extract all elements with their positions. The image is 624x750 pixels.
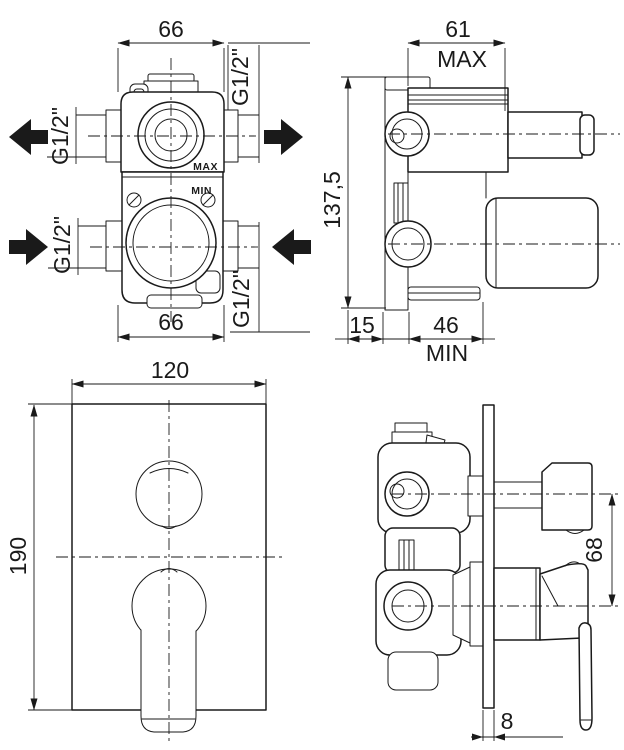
body-max-stamp: MAX (193, 161, 218, 173)
body-min-stamp: MIN (191, 185, 212, 197)
port-label-right-bottom: G1/2" (228, 270, 254, 328)
body-neck (384, 527, 461, 574)
dim-bracket: 15 (349, 312, 375, 338)
inter-port-stem (393, 182, 409, 224)
diverter-knob-bump (565, 529, 585, 534)
dim-arrow-right (494, 733, 505, 741)
dimensions-trim-front: 120 190 (5, 357, 267, 711)
handle-cap-bump (564, 561, 581, 567)
diverter-knob-top-arc (149, 468, 189, 474)
flow-arrow-right-in-icon (272, 229, 311, 265)
pipe-connections (47, 42, 310, 333)
trim-port-top-screw (389, 483, 405, 499)
dim-plate-width: 120 (151, 357, 189, 383)
lower-cone (452, 566, 471, 644)
handle-escutcheon (493, 567, 541, 641)
dim-depth-min: 46 (433, 312, 459, 338)
view-rough-in-side: 61 MAX 137,5 15 46 MIN (319, 16, 620, 366)
dim-arrow-left (472, 733, 483, 741)
dim-depth-min-qualifier: MIN (426, 340, 468, 366)
mixer-lever-front (140, 629, 197, 733)
lower-flange (469, 561, 484, 647)
dim-depth-max-qualifier: MAX (437, 46, 487, 72)
flow-arrow-left-in-icon (9, 229, 48, 265)
diverter-knob-side (493, 462, 593, 534)
dimensions-rough-front: 66 66 G1/2" G1/2" G1/2" G1/2" (47, 16, 254, 342)
diverter-knob-bottom-arc (161, 525, 177, 529)
view-rough-in-front: MAX MIN 66 66 G1/2" G1/2" G1/2" G1/2" (9, 16, 311, 342)
trim-valve-body-side (375, 422, 484, 691)
dim-width-bottom: 66 (158, 309, 184, 335)
dim-handle-distance: 68 (581, 537, 607, 563)
wall-plate-side (482, 404, 495, 709)
dim-plate-thickness: 8 (501, 708, 514, 734)
cartridge-cylinder (485, 197, 599, 289)
outlet-pipe-top (507, 111, 583, 159)
diverter-knob-body (541, 462, 593, 531)
bottom-tab (146, 294, 203, 309)
outlet-pipe-top-cap (579, 114, 595, 156)
flow-arrow-left-out-icon (9, 119, 48, 155)
rough-valve-body-side (384, 76, 599, 311)
mixer-handle-side (493, 561, 593, 731)
body-foot (387, 651, 439, 691)
view-trim-front: 120 190 (5, 357, 284, 744)
dim-plate-height: 190 (5, 537, 31, 575)
neck-stem (398, 539, 415, 574)
side-port-top-screw (389, 128, 405, 144)
dim-height: 137,5 (319, 171, 345, 229)
port-label-left-top: G1/2" (47, 107, 73, 165)
port-label-right-top: G1/2" (227, 48, 253, 106)
dimensions-trim-side: 68 8 (471, 493, 616, 741)
port-label-left-bottom: G1/2" (49, 216, 75, 274)
upper-stub-to-plate (467, 475, 484, 517)
dim-depth-max: 61 (445, 16, 471, 42)
rough-valve-body-front: MAX MIN (105, 73, 239, 309)
dim-width-top: 66 (158, 16, 184, 42)
flow-arrow-right-out-icon (264, 119, 303, 155)
view-trim-side: 68 8 (375, 404, 622, 741)
dimensions-rough-side: 61 MAX 137,5 15 46 MIN (319, 16, 506, 366)
mixer-lever-side (578, 622, 593, 731)
trim-port-top-outer (384, 471, 430, 517)
